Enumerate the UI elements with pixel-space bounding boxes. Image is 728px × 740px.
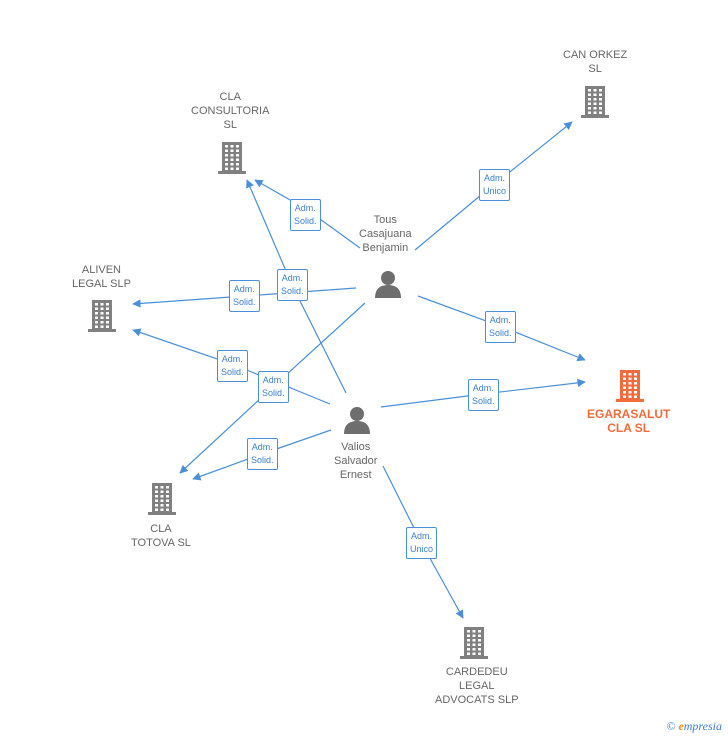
company-name-cardedeu-line: ADVOCATS SLP bbox=[435, 694, 519, 706]
building-icon[interactable] bbox=[147, 481, 177, 520]
building-icon[interactable] bbox=[580, 84, 610, 123]
role-badge-tous-cla_consultoria-line: Solid. bbox=[294, 216, 317, 226]
role-badge-valios-aliven[interactable]: Adm. Solid. bbox=[217, 350, 248, 382]
role-badge-valios-aliven-line: Solid. bbox=[221, 367, 244, 377]
company-name-aliven-line: ALIVEN bbox=[81, 264, 122, 276]
role-badge-tous-cla_consultoria-line: Adm. bbox=[294, 203, 316, 213]
edge-tous-to-can_orkez bbox=[414, 121, 573, 251]
role-badge-tous-can_orkez[interactable]: Adm. Unico bbox=[479, 169, 511, 201]
company-name-egarasalut-line: CLA SL bbox=[607, 421, 651, 435]
company-name-cla_consultoria-line: SL bbox=[223, 119, 237, 131]
company-name-cla_totova-line: TOTOVA SL bbox=[131, 537, 191, 549]
role-badge-valios-cardedeu-line: Unico bbox=[410, 544, 434, 554]
role-badge-valios-egarasalut-line: Solid. bbox=[472, 396, 495, 406]
brand-name: mpresia bbox=[683, 719, 722, 733]
role-badge-valios-egarasalut[interactable]: Adm. Solid. bbox=[468, 379, 499, 411]
company-name-cla_totova-line: CLA bbox=[150, 523, 172, 535]
company-name-can_orkez-line: CAN ORKEZ bbox=[563, 49, 628, 61]
brand-initial: e bbox=[678, 719, 684, 733]
role-badge-valios-cla_consultoria-line: Adm. bbox=[281, 273, 303, 283]
person-name-tous-line: Casajuana bbox=[359, 228, 412, 240]
copyright-symbol: © bbox=[666, 719, 676, 733]
role-badge-tous-egarasalut-line: Adm. bbox=[489, 315, 511, 325]
company-name-cla_totova[interactable]: CLA TOTOVA SL bbox=[131, 522, 191, 550]
company-name-aliven[interactable]: ALIVEN LEGAL SLP bbox=[72, 263, 131, 291]
role-badge-tous-aliven[interactable]: Adm. Solid. bbox=[229, 280, 260, 312]
company-name-aliven-line: LEGAL SLP bbox=[72, 278, 131, 290]
role-badge-tous-can_orkez-line: Adm. bbox=[484, 173, 506, 183]
role-badge-valios-cla_totova-line: Adm. bbox=[251, 442, 273, 452]
company-name-cardedeu[interactable]: CARDEDEU LEGAL ADVOCATS SLP bbox=[435, 665, 519, 707]
role-badge-valios-aliven-line: Adm. bbox=[221, 354, 243, 364]
person-icon[interactable] bbox=[342, 405, 372, 440]
company-name-cla_consultoria-line: CONSULTORIA bbox=[191, 105, 270, 117]
person-name-valios-line: Salvador bbox=[334, 455, 378, 467]
role-badge-valios-cla_consultoria-line: Solid. bbox=[281, 286, 304, 296]
role-badge-tous-cla_totova-line: Solid. bbox=[262, 388, 285, 398]
company-name-cla_consultoria[interactable]: CLA CONSULTORIA SL bbox=[191, 90, 269, 132]
company-name-cla_consultoria-line: CLA bbox=[219, 91, 241, 103]
person-icon[interactable] bbox=[373, 269, 403, 304]
role-badge-valios-cla_totova-line: Solid. bbox=[251, 455, 274, 465]
role-badge-tous-cla_totova-line: Adm. bbox=[262, 375, 284, 385]
company-name-cardedeu-line: LEGAL bbox=[459, 680, 495, 692]
role-badge-tous-cla_consultoria[interactable]: Adm. Solid. bbox=[290, 199, 321, 231]
role-badge-tous-aliven-line: Adm. bbox=[233, 284, 255, 294]
role-badge-valios-cardedeu[interactable]: Adm. Unico bbox=[406, 527, 438, 559]
building-icon[interactable] bbox=[87, 298, 117, 337]
building-icon[interactable] bbox=[459, 625, 489, 664]
building-icon[interactable] bbox=[615, 368, 645, 407]
role-badge-tous-cla_totova[interactable]: Adm. Solid. bbox=[258, 371, 289, 403]
role-badge-tous-aliven-line: Solid. bbox=[233, 297, 256, 307]
company-name-cardedeu-line: CARDEDEU bbox=[445, 666, 508, 678]
company-name-can_orkez-line: SL bbox=[588, 63, 602, 75]
role-badge-valios-egarasalut-line: Adm. bbox=[472, 383, 494, 393]
role-badge-tous-can_orkez-line: Unico bbox=[483, 186, 507, 196]
brand-footer: © empresia bbox=[666, 719, 722, 734]
building-icon[interactable] bbox=[217, 140, 247, 179]
person-name-valios-line: Valios bbox=[341, 441, 371, 453]
role-badge-valios-cardedeu-line: Adm. bbox=[411, 531, 433, 541]
person-name-tous-line: Benjamin bbox=[362, 242, 409, 254]
role-badge-valios-cla_totova[interactable]: Adm. Solid. bbox=[247, 438, 278, 470]
role-badge-tous-egarasalut-line: Solid. bbox=[489, 328, 512, 338]
company-name-egarasalut-line: EGARASALUT bbox=[587, 407, 671, 421]
person-name-valios-line: Ernest bbox=[339, 469, 372, 481]
role-badge-tous-egarasalut[interactable]: Adm. Solid. bbox=[485, 311, 516, 343]
role-badge-valios-cla_consultoria[interactable]: Adm. Solid. bbox=[277, 269, 308, 301]
company-name-can_orkez[interactable]: CAN ORKEZ SL bbox=[563, 48, 627, 76]
person-name-tous-line: Tous bbox=[373, 214, 397, 226]
